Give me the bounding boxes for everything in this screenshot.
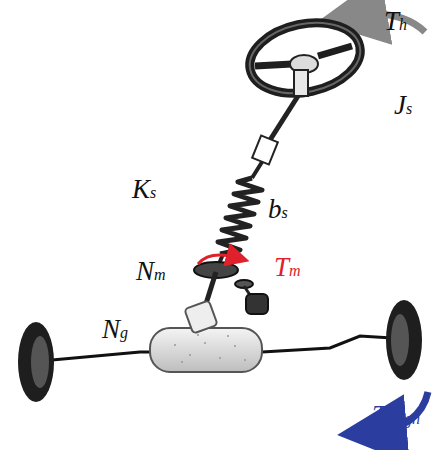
motor-torque-label: Tm xyxy=(274,254,301,281)
align-torque-label: Talign xyxy=(372,402,420,429)
stiffness-label: Ks xyxy=(132,176,156,203)
gear-ratio-label: Ng xyxy=(102,316,128,343)
gear-ratio-label: Nm xyxy=(136,258,166,285)
inertia-label: Js xyxy=(394,92,412,119)
damping-label: bs xyxy=(268,196,288,223)
torque-label: Th xyxy=(384,8,407,35)
